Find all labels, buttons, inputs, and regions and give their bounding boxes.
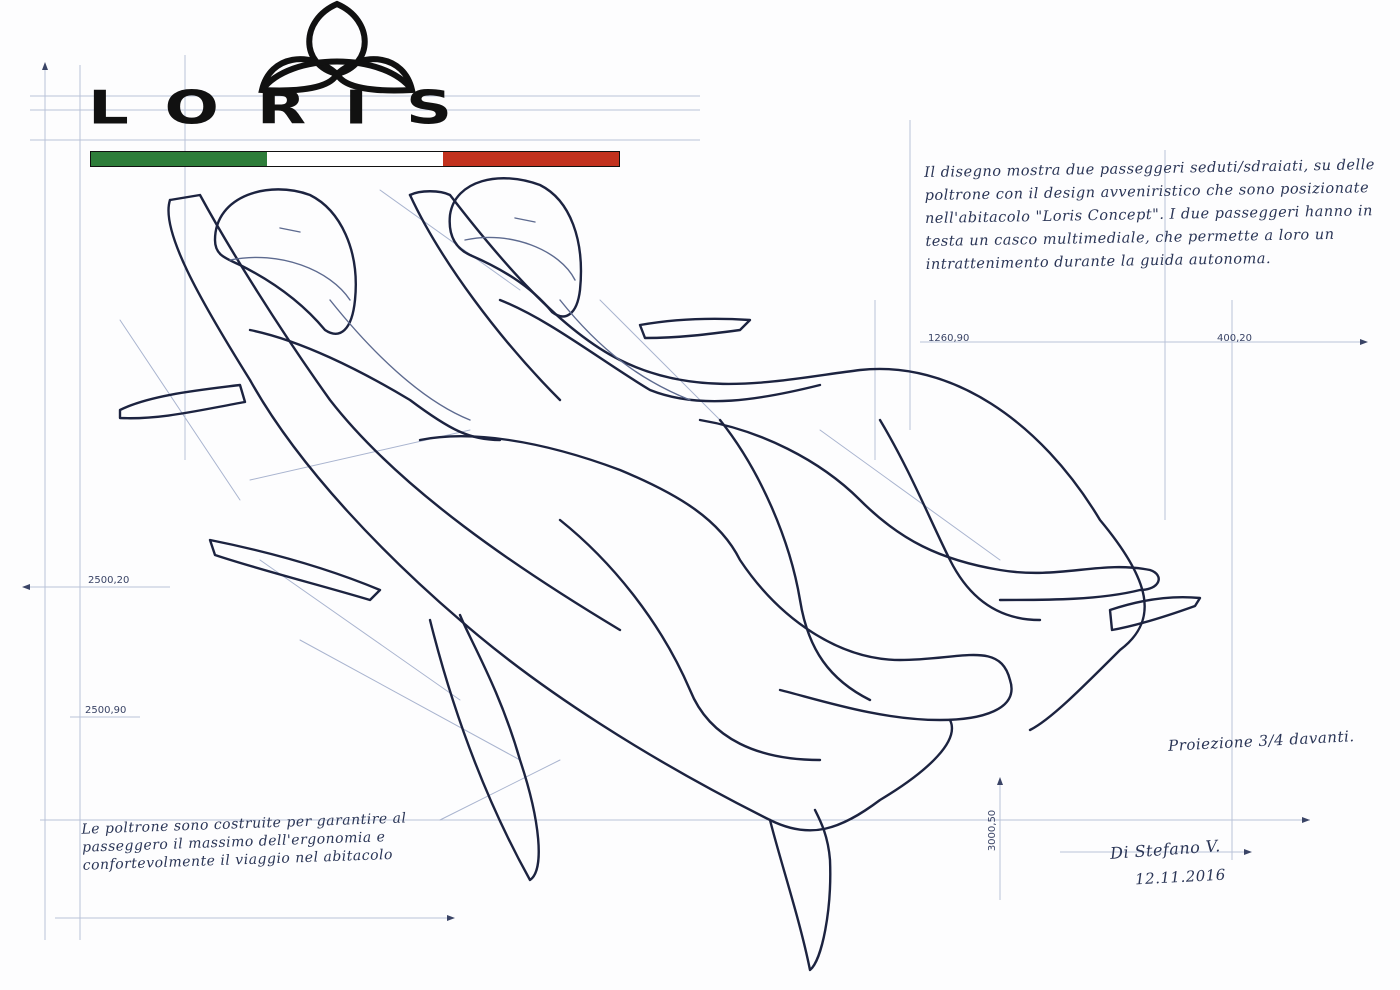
dimension-label: 2500,20 <box>88 575 130 586</box>
description-note-bottom: Le poltrone sono costruite per garantire… <box>81 810 407 874</box>
seats-sketch <box>118 177 1202 972</box>
brand-wordmark: LORIS <box>88 81 491 135</box>
dimension-label: 2500,90 <box>85 705 127 716</box>
dimension-label: 400,20 <box>1217 333 1252 344</box>
dimension-label: 1260,90 <box>928 333 970 344</box>
flag-green <box>91 152 267 166</box>
flag-red <box>443 152 619 166</box>
italian-flag-bar <box>90 151 620 167</box>
flag-white <box>267 152 443 166</box>
triquetra-icon <box>258 0 416 94</box>
dimension-label: 3000,50 <box>987 809 999 852</box>
description-note-top: Il disegno mostra due passeggeri seduti/… <box>924 157 1375 274</box>
